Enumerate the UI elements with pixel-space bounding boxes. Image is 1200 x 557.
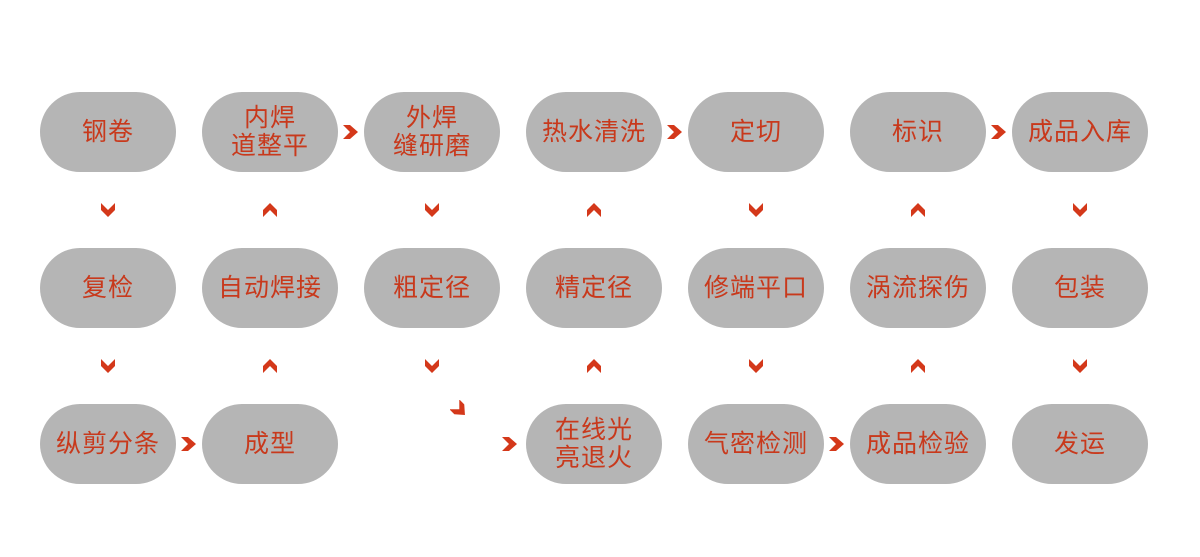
process-step: 自动焊接 [202, 248, 338, 328]
process-step: 复检 [40, 248, 176, 328]
flow-arrow-right-icon [450, 400, 470, 420]
process-step: 粗定径 [364, 248, 500, 328]
flow-arrow-up-icon [908, 200, 928, 220]
flow-arrow-down-icon [98, 356, 118, 376]
process-step: 成品入库 [1012, 92, 1148, 172]
process-step: 内焊 道整平 [202, 92, 338, 172]
flow-arrow-right-icon [179, 434, 199, 454]
process-step: 包装 [1012, 248, 1148, 328]
flow-arrow-right-icon [665, 122, 685, 142]
flow-arrow-down-icon [98, 200, 118, 220]
process-step: 纵剪分条 [40, 404, 176, 484]
flow-arrow-down-icon [422, 200, 442, 220]
process-step: 成品检验 [850, 404, 986, 484]
process-step: 钢卷 [40, 92, 176, 172]
flow-arrow-down-icon [1070, 356, 1090, 376]
flow-arrow-down-icon [746, 356, 766, 376]
flow-arrow-up-icon [584, 356, 604, 376]
process-step: 定切 [688, 92, 824, 172]
process-step: 精定径 [526, 248, 662, 328]
process-step: 修端平口 [688, 248, 824, 328]
process-step: 气密检测 [688, 404, 824, 484]
flow-arrow-down-icon [422, 356, 442, 376]
flow-arrow-right-icon [989, 122, 1009, 142]
process-step: 在线光 亮退火 [526, 404, 662, 484]
flow-arrow-up-icon [908, 356, 928, 376]
flow-arrow-right-icon [500, 434, 520, 454]
flow-arrow-down-icon [746, 200, 766, 220]
process-step: 标识 [850, 92, 986, 172]
process-step: 外焊 缝研磨 [364, 92, 500, 172]
process-step: 涡流探伤 [850, 248, 986, 328]
flow-arrow-up-icon [584, 200, 604, 220]
process-step: 热水清洗 [526, 92, 662, 172]
flow-arrow-down-icon [1070, 200, 1090, 220]
process-step: 发运 [1012, 404, 1148, 484]
flow-arrow-right-icon [827, 434, 847, 454]
flow-arrow-up-icon [260, 356, 280, 376]
flow-arrow-right-icon [341, 122, 361, 142]
flow-arrow-up-icon [260, 200, 280, 220]
process-step: 成型 [202, 404, 338, 484]
